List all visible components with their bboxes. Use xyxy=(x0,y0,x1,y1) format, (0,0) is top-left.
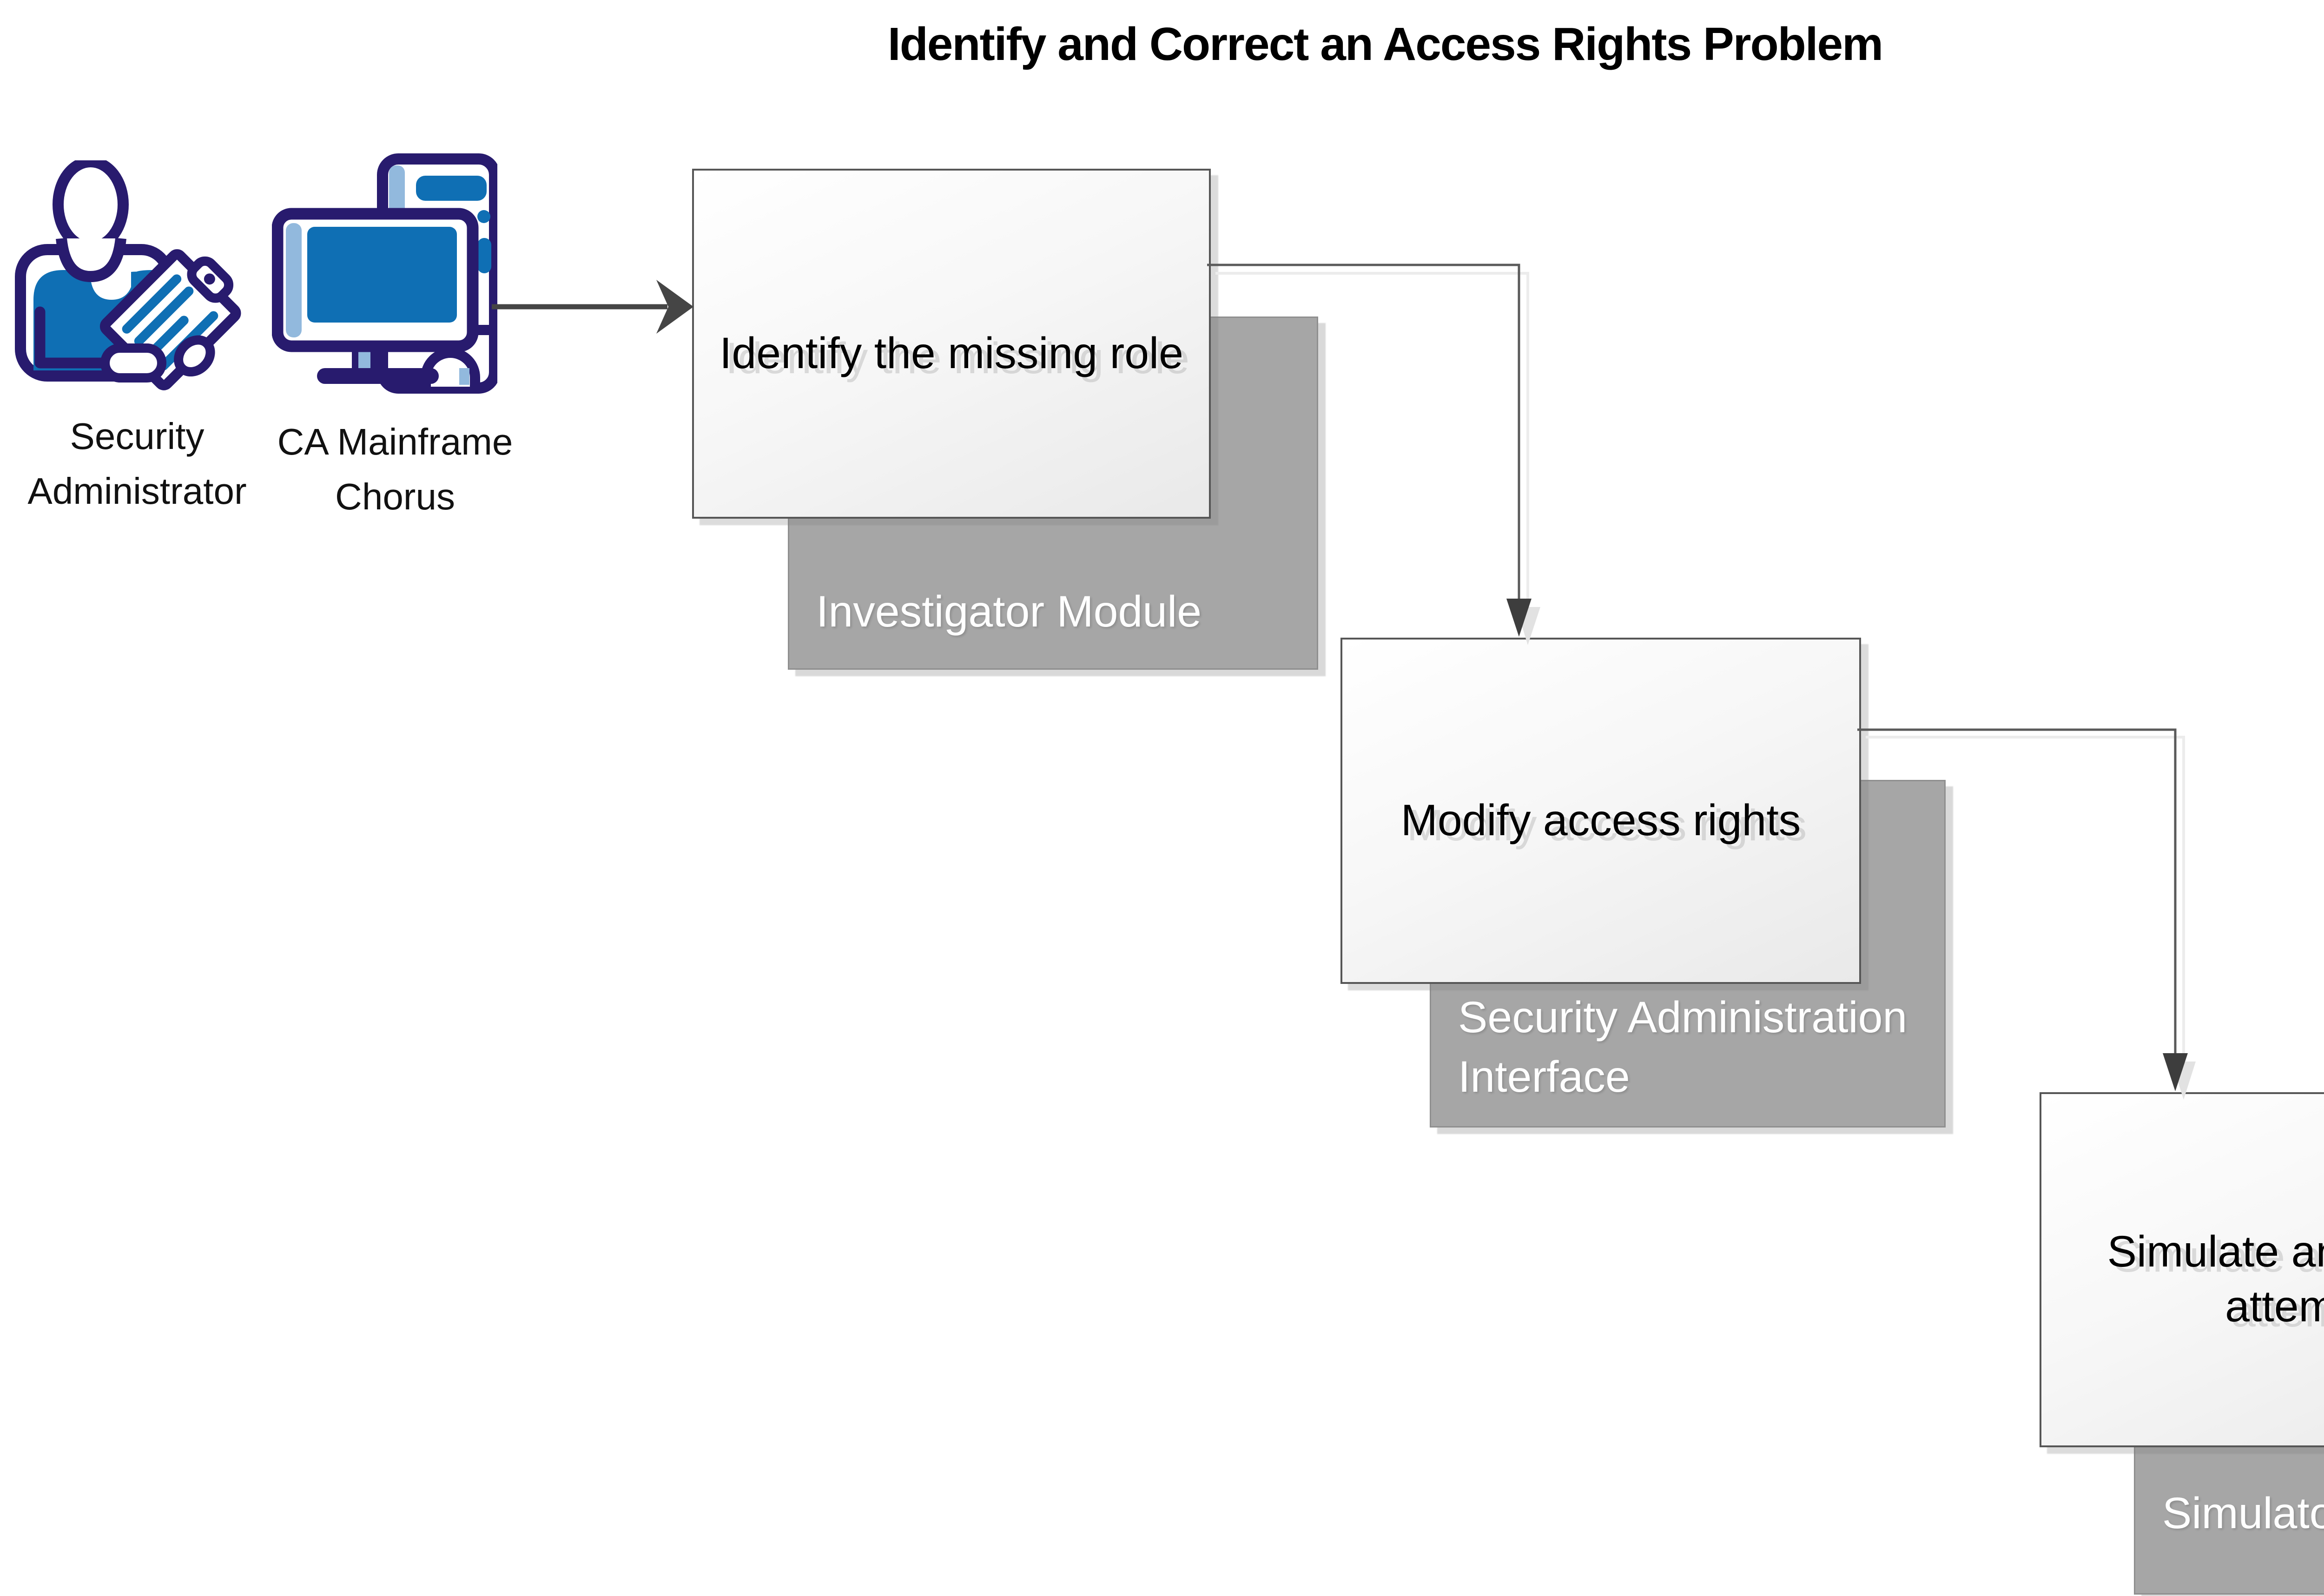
module-label-line: Interface xyxy=(1458,1052,1630,1101)
step-label: Modify access rights xyxy=(1342,640,1859,982)
module-label-line: Investigator Module xyxy=(816,587,1202,636)
module-label: Investigator Module xyxy=(789,582,1317,668)
arrowhead-icon xyxy=(2163,1053,2188,1091)
arrowhead-icon xyxy=(656,280,693,334)
module-label-line: Simulator xyxy=(2162,1489,2324,1538)
step-label-line: Identify the missing role xyxy=(720,328,1183,378)
desktop-computer-icon xyxy=(272,153,497,394)
module-label: Security Administration Interface xyxy=(1431,988,1944,1126)
step-label-line: attempt xyxy=(2225,1282,2324,1331)
actor-label-line: Administrator xyxy=(27,470,247,512)
arrowhead-icon xyxy=(1506,599,1532,637)
step-label: Simulate an access attempt xyxy=(2041,1094,2324,1445)
actor-label-line: CA Mainframe xyxy=(277,421,513,462)
step-label: Identify the missing role xyxy=(694,171,1209,517)
step-box-simulate-access-attempt: Simulate an access attempt xyxy=(2040,1092,2324,1447)
module-label-line: Security Administration xyxy=(1458,993,1908,1042)
actor-label-security-administrator: Security Administrator xyxy=(0,409,274,519)
diagram-title: Identify and Correct an Access Rights Pr… xyxy=(887,18,1883,70)
actor-label-line: Security xyxy=(70,415,205,457)
actor-label-line: Chorus xyxy=(335,476,455,517)
person-with-clipboard-icon xyxy=(15,160,241,390)
actor-label-ca-mainframe-chorus: CA Mainframe Chorus xyxy=(258,415,532,524)
connector-actor-to-step1 xyxy=(492,280,693,334)
module-label: Simulator xyxy=(2135,1484,2324,1593)
step-label-line: Simulate an access xyxy=(2107,1227,2324,1276)
step-box-modify-access-rights: Modify access rights xyxy=(1340,638,1861,984)
step-box-identify-missing-role: Identify the missing role xyxy=(692,169,1211,519)
step-label-line: Modify access rights xyxy=(1400,795,1801,845)
